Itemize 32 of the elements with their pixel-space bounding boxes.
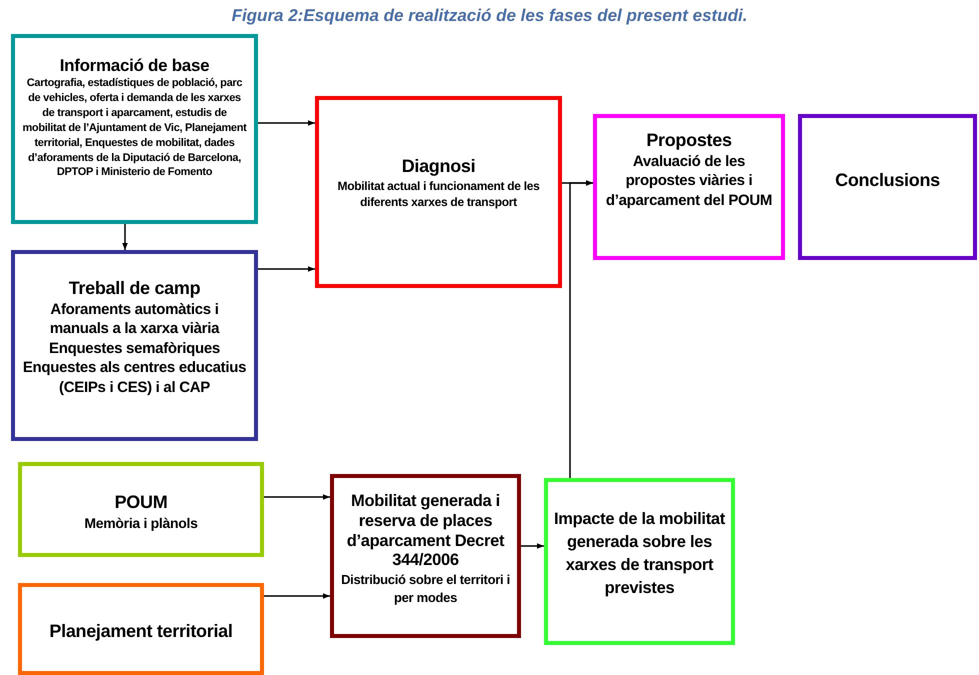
box-description: Cartografia, estadístiques de població, parc de vehicles, oferta i demanda de les xarxes de transport i aparcament, estudis de mobilitat de l’Ajuntament de Vic, Planejament territorial, Enquestes de mobilitat, dades d’aforaments de la Diputació de Barcelona, DPTOP i Ministerio de Fomento xyxy=(21,76,248,180)
box-description: Avaluació de les propostes viàries i d’aparcament del POUM xyxy=(604,152,774,210)
box-heading: Propostes xyxy=(645,130,733,152)
arrow xyxy=(258,266,315,272)
process-box xyxy=(544,478,735,645)
arrow xyxy=(258,120,315,126)
box-description: Distribució sobre el territori i per modes xyxy=(340,571,511,606)
box-description: Memòria i plànols xyxy=(83,514,199,532)
box-heading: POUM xyxy=(114,492,168,514)
process-box xyxy=(11,34,258,224)
process-box xyxy=(18,462,264,557)
arrow xyxy=(521,543,544,549)
process-box xyxy=(798,114,977,260)
box-heading: Planejament territorial xyxy=(48,621,234,643)
box-heading: Conclusions xyxy=(834,170,941,192)
arrow xyxy=(264,494,330,500)
box-heading: Diagnosi xyxy=(400,156,476,178)
figure-title: Figura 2:Esquema de realització de les fases del present estudi. xyxy=(230,6,748,26)
process-box xyxy=(11,250,258,441)
arrow xyxy=(569,180,593,478)
process-box xyxy=(330,474,521,638)
process-box xyxy=(315,96,562,288)
arrow xyxy=(122,224,128,250)
process-box xyxy=(593,114,785,260)
process-box xyxy=(18,583,264,675)
box-heading: Informació de base xyxy=(58,56,210,76)
box-heading: Treball de camp xyxy=(68,278,202,300)
arrow xyxy=(264,593,330,599)
box-description: Mobilitat actual i funcionament de les diferents xarxes de transport xyxy=(336,178,540,210)
box-heading: Mobilitat generada i reserva de places d’aparcament Decret 344/2006 xyxy=(346,492,506,572)
box-description: Aforaments automàtics i manuals a la xarxa viària Enquestes semafòriques Enquestes als centres educatius (CEIPs i CES) i al CAP xyxy=(22,300,248,398)
box-heading: Impacte de la mobilitat generada sobre les xarxes de transport previstes xyxy=(553,509,726,600)
